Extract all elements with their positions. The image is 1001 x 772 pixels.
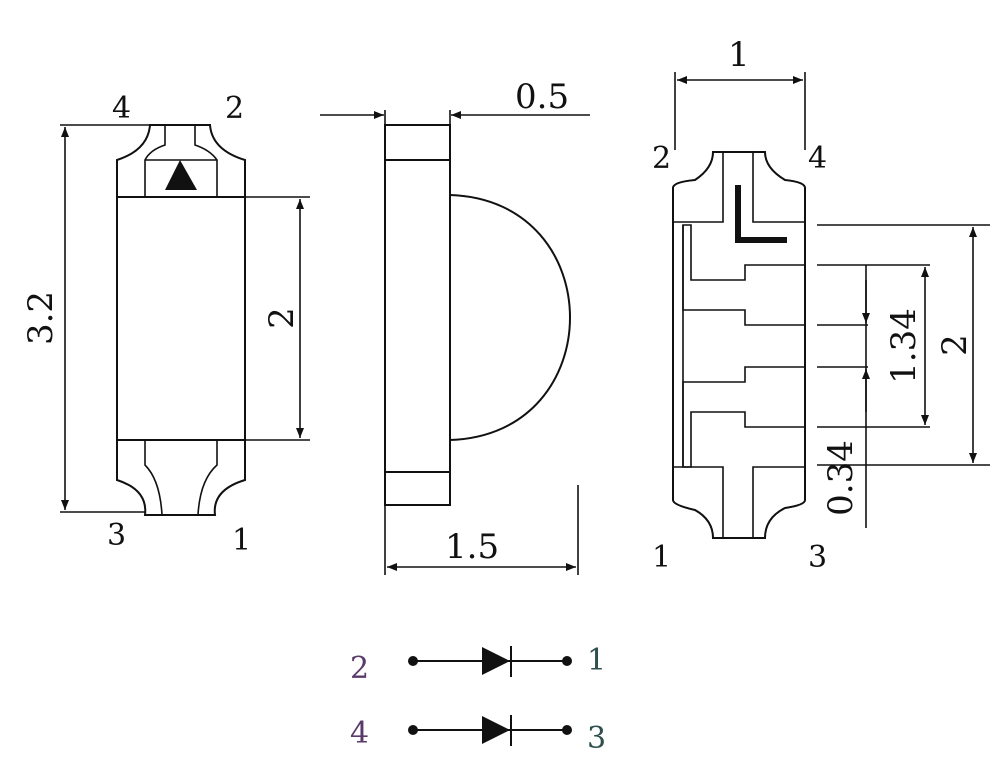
pin-label: 3 <box>808 540 827 575</box>
diode-row: 4 3 <box>350 715 606 756</box>
diode-row: 2 1 <box>350 643 606 686</box>
diode-icon <box>482 647 510 675</box>
dimension-pad-label: 0.34 <box>821 440 861 516</box>
dimension-length-label: 3.2 <box>21 291 61 345</box>
front-body-outline <box>116 124 246 516</box>
pin-label: 1 <box>232 523 251 558</box>
schematic: 2 1 4 3 <box>350 643 606 756</box>
polarity-triangle-icon <box>165 160 197 190</box>
cathode-pin-label: 3 <box>587 721 606 756</box>
dimension-width-label: 1 <box>728 35 750 75</box>
pin-label: 4 <box>808 141 827 176</box>
bottom-lead-detail <box>144 440 218 516</box>
side-view: 0.5 1.5 <box>320 77 590 575</box>
pin-label: 1 <box>652 540 671 575</box>
dimension-lens-label: 2 <box>262 307 302 329</box>
anode-pin-label: 4 <box>350 716 369 751</box>
lens-dome <box>449 194 571 441</box>
pin-label: 2 <box>225 91 244 126</box>
side-body <box>384 124 451 506</box>
top-lead-detail <box>144 125 218 197</box>
dimension-height-label: 1.5 <box>445 527 499 567</box>
anode-pin-label: 2 <box>350 651 369 686</box>
dimension-gap-label: 1.34 <box>884 308 924 384</box>
diode-icon <box>482 716 510 744</box>
pin-label: 2 <box>652 141 671 176</box>
pin-label: 4 <box>112 91 131 126</box>
pin-label: 3 <box>107 518 126 553</box>
front-view: 3.2 2 4 2 3 1 <box>21 91 310 558</box>
dimension-total-label: 2 <box>935 334 975 356</box>
polarity-l-mark-icon <box>735 185 787 243</box>
cathode-pin-label: 1 <box>587 643 606 678</box>
dimension-thickness-label: 0.5 <box>515 77 569 117</box>
bottom-view: 1 2 1.34 0.34 2 4 1 3 <box>652 35 990 575</box>
